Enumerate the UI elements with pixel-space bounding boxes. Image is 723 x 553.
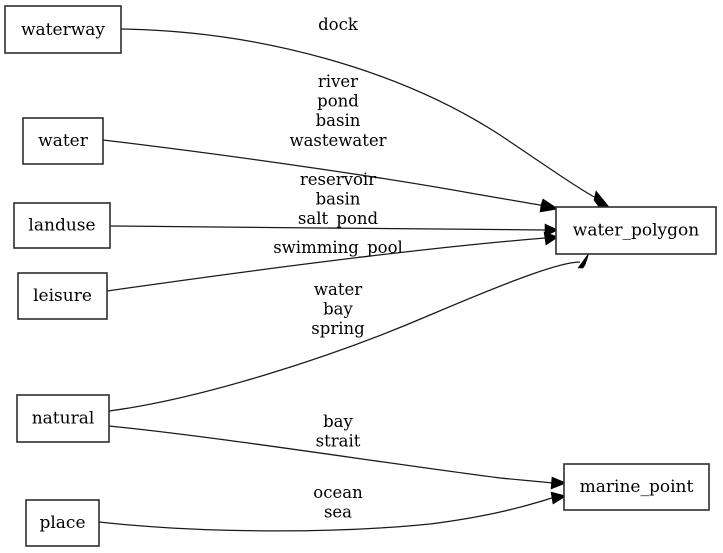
node-box: [17, 272, 108, 320]
edge-path: [106, 237, 546, 292]
edge-natural-water_polygon[interactable]: [108, 252, 590, 412]
edge-label-waterway-water_polygon: dock: [318, 15, 359, 34]
edge-label-line: sea: [324, 503, 352, 522]
edge-path: [108, 261, 581, 412]
arrowhead-icon: [593, 190, 610, 208]
node-box: [4, 5, 122, 54]
node-label: place: [39, 513, 85, 533]
node-label: marine_point: [580, 477, 694, 497]
edges-layer: [98, 28, 610, 532]
edge-water-water_polygon[interactable]: [102, 139, 559, 213]
edge-label-line: river: [318, 72, 358, 91]
node-box: [555, 206, 717, 255]
edge-natural-marine_point[interactable]: [108, 425, 567, 490]
node-label: water_polygon: [573, 221, 699, 241]
arrowhead-icon: [577, 252, 590, 269]
arrowhead-icon: [550, 476, 567, 490]
arrowhead-icon: [539, 198, 559, 213]
edge-leisure-water_polygon[interactable]: [106, 231, 559, 292]
edge-label-line: reservoir: [300, 170, 376, 189]
arrowhead-icon: [544, 223, 559, 237]
node-natural[interactable]: natural: [16, 394, 110, 443]
edge-label-line: strait: [316, 432, 361, 451]
node-water-polygon[interactable]: water_polygon: [555, 206, 717, 255]
node-box: [25, 499, 100, 547]
edge-waterway-water_polygon[interactable]: [120, 28, 610, 208]
edge-label-line: pond: [317, 92, 359, 111]
node-waterway[interactable]: waterway: [4, 5, 122, 54]
node-box: [13, 202, 111, 249]
node-label: natural: [32, 409, 95, 429]
edge-path: [120, 28, 601, 201]
edge-label-line: wastewater: [289, 131, 386, 150]
node-landuse[interactable]: landuse: [13, 202, 111, 249]
arrowhead-icon: [550, 491, 567, 505]
node-label: waterway: [21, 20, 105, 40]
edge-label-text: dock: [318, 15, 359, 34]
node-marine-point[interactable]: marine_point: [563, 463, 710, 511]
edge-label-line: basin: [316, 111, 361, 130]
node-water[interactable]: water: [22, 117, 104, 165]
edge-path: [102, 139, 546, 207]
edge-label-line: bay: [323, 300, 353, 319]
edge-label-line: salt_pond: [298, 209, 379, 228]
edge-label-line: dock: [318, 15, 359, 34]
edge-label-text: swimming_pool: [273, 238, 403, 257]
edge-label-leisure-water_polygon: swimming_pool: [273, 238, 403, 257]
node-leisure[interactable]: leisure: [17, 272, 108, 320]
node-box: [16, 394, 110, 443]
edge-label-line: basin: [316, 190, 361, 209]
node-label: leisure: [33, 286, 92, 306]
node-label: water: [38, 131, 89, 151]
nodes-layer: waterway water landuse leisure natural p: [4, 5, 717, 547]
edge-path: [98, 497, 553, 532]
arrowhead-icon: [543, 231, 559, 246]
edge-path: [108, 425, 553, 484]
edge-path: [109, 225, 546, 231]
edge-label-line: water: [314, 280, 362, 299]
node-box: [563, 463, 710, 511]
edge-label-line: bay: [323, 412, 353, 431]
node-label: landuse: [28, 216, 95, 236]
edge-label-line: ocean: [313, 483, 363, 502]
node-place[interactable]: place: [25, 499, 100, 547]
edge-landuse-water_polygon[interactable]: [109, 223, 559, 237]
edge-label-line: spring: [311, 319, 365, 338]
edge-place-marine_point[interactable]: [98, 491, 567, 532]
edge-label-line: swimming_pool: [273, 238, 403, 257]
node-box: [22, 117, 104, 165]
